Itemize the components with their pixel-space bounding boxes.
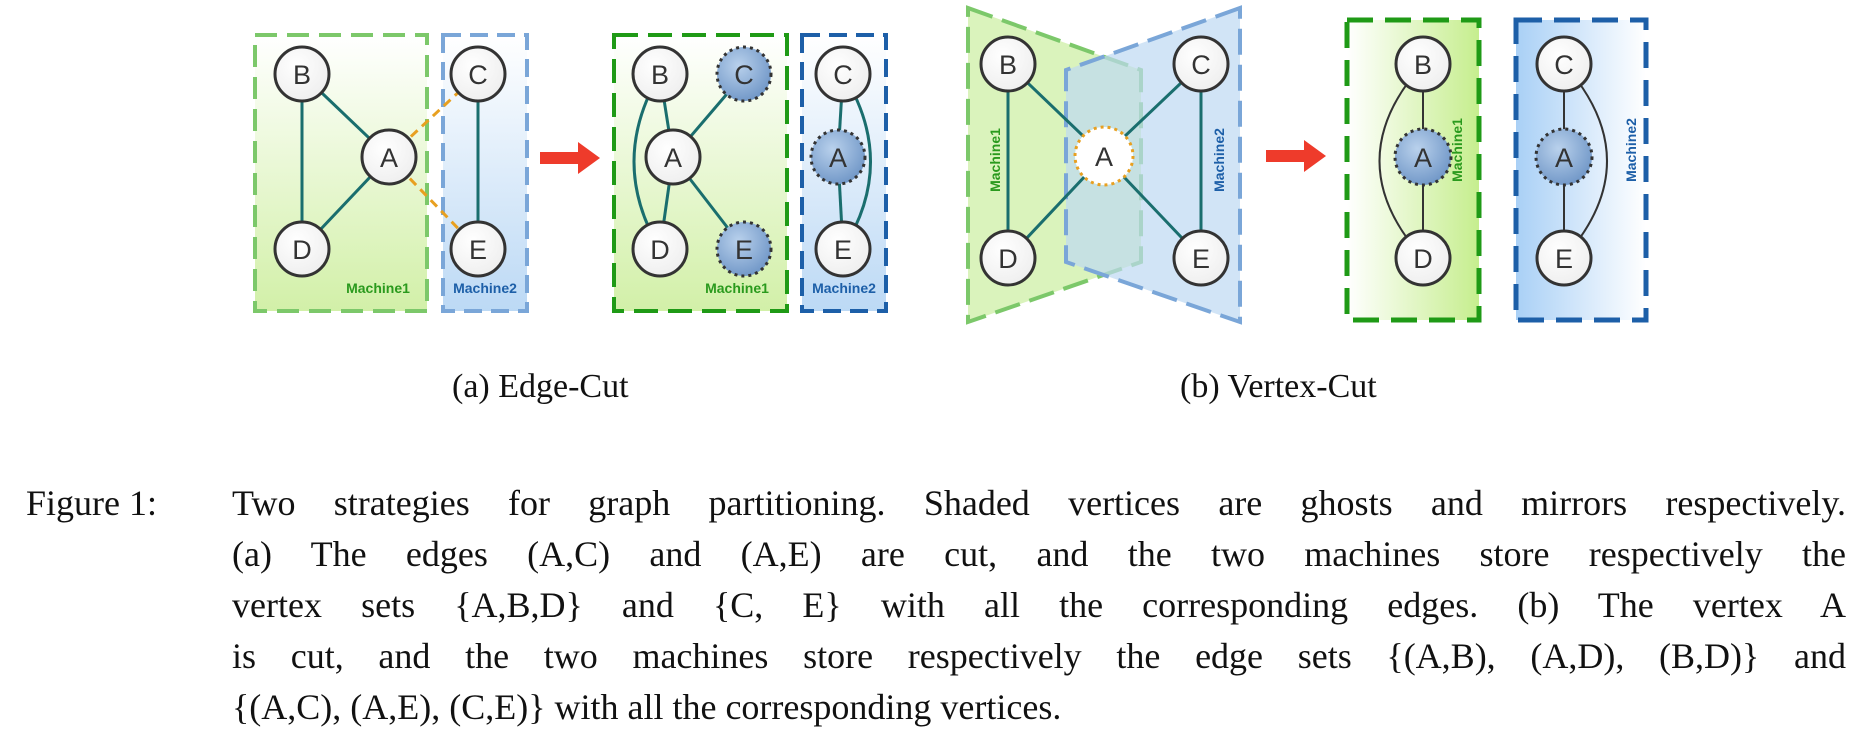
node-c: C bbox=[1535, 35, 1593, 93]
svg-text:A: A bbox=[1095, 142, 1113, 172]
node-c: C bbox=[449, 45, 507, 103]
svg-text:A: A bbox=[1414, 143, 1432, 173]
svg-text:C: C bbox=[468, 60, 488, 90]
svg-text:A: A bbox=[829, 143, 847, 173]
svg-text:E: E bbox=[735, 235, 753, 265]
machine1-label: Machine1 bbox=[987, 128, 1003, 192]
ghost-node-c: C bbox=[715, 45, 773, 103]
svg-text:C: C bbox=[833, 60, 853, 90]
svg-text:E: E bbox=[834, 235, 852, 265]
machine1-label: Machine1 bbox=[705, 280, 769, 296]
machine2-label: Machine2 bbox=[1623, 118, 1639, 182]
machine1-label: Machine1 bbox=[1449, 118, 1465, 182]
svg-text:C: C bbox=[1554, 50, 1574, 80]
svg-text:A: A bbox=[380, 143, 398, 173]
node-e: E bbox=[1535, 229, 1593, 287]
mirror-node-a: A bbox=[1534, 127, 1594, 187]
node-e: E bbox=[814, 220, 872, 278]
node-d: D bbox=[273, 220, 331, 278]
svg-text:D: D bbox=[1413, 244, 1433, 274]
edge-cut-after: B C A D E C A E Machine1 Machine2 bbox=[612, 33, 888, 313]
svg-text:B: B bbox=[999, 50, 1017, 80]
caption-line: vertex sets {A,B,D} and {C, E} with all … bbox=[232, 585, 1846, 625]
machine2-label: Machine2 bbox=[453, 280, 517, 296]
svg-text:A: A bbox=[664, 143, 682, 173]
svg-text:B: B bbox=[651, 60, 669, 90]
svg-text:C: C bbox=[734, 60, 754, 90]
svg-text:E: E bbox=[469, 235, 487, 265]
node-d: D bbox=[631, 220, 689, 278]
node-b: B bbox=[631, 45, 689, 103]
arrow-right-icon bbox=[540, 142, 600, 174]
node-a: A bbox=[644, 128, 702, 186]
svg-text:D: D bbox=[650, 235, 670, 265]
caption-line: (a) The edges (A,C) and (A,E) are cut, a… bbox=[232, 534, 1846, 574]
node-d: D bbox=[1394, 229, 1452, 287]
machine2-label: Machine2 bbox=[1211, 128, 1227, 192]
arrow-right-icon bbox=[1266, 140, 1326, 172]
node-e: E bbox=[1172, 229, 1230, 287]
ghost-node-e: E bbox=[715, 220, 773, 278]
caption-label: Figure 1: bbox=[26, 483, 157, 523]
ghost-node-a: A bbox=[809, 128, 867, 186]
svg-text:C: C bbox=[1191, 50, 1211, 80]
machine1-label: Machine1 bbox=[346, 280, 410, 296]
svg-text:A: A bbox=[1555, 143, 1573, 173]
caption-line: {(A,C), (A,E), (C,E)} with all the corre… bbox=[232, 687, 1062, 727]
node-d: D bbox=[979, 229, 1037, 287]
vertex-cut-before: B D A C E Machine1 Machine2 bbox=[966, 5, 1242, 325]
node-e: E bbox=[449, 220, 507, 278]
mirror-node-a: A bbox=[1393, 127, 1453, 187]
svg-text:D: D bbox=[998, 244, 1018, 274]
partitioning-figure: B A D C E Machine1 Machine2 B C A D E C … bbox=[253, 5, 1649, 325]
node-a: A bbox=[360, 128, 418, 186]
node-b: B bbox=[1394, 35, 1452, 93]
svg-text:E: E bbox=[1555, 244, 1573, 274]
subcaption-b: (b) Vertex-Cut bbox=[1180, 368, 1377, 405]
svg-text:B: B bbox=[293, 60, 311, 90]
cut-node-a: A bbox=[1073, 125, 1135, 187]
edge-cut-before: B A D C E Machine1 Machine2 bbox=[253, 33, 529, 313]
node-b: B bbox=[273, 45, 331, 103]
svg-text:B: B bbox=[1414, 50, 1432, 80]
caption-line: Two strategies for graph partitioning. S… bbox=[232, 483, 1846, 523]
caption-line: is cut, and the two machines store respe… bbox=[232, 636, 1846, 676]
node-b: B bbox=[979, 35, 1037, 93]
caption-body: Two strategies for graph partitioning. S… bbox=[232, 478, 1846, 733]
svg-text:E: E bbox=[1192, 244, 1210, 274]
node-c: C bbox=[1172, 35, 1230, 93]
machine2-label: Machine2 bbox=[812, 280, 876, 296]
subcaption-a: (a) Edge-Cut bbox=[452, 368, 629, 405]
node-c: C bbox=[814, 45, 872, 103]
svg-text:D: D bbox=[292, 235, 312, 265]
vertex-cut-after: B A D C A E Machine1 Machine2 bbox=[1344, 17, 1649, 323]
